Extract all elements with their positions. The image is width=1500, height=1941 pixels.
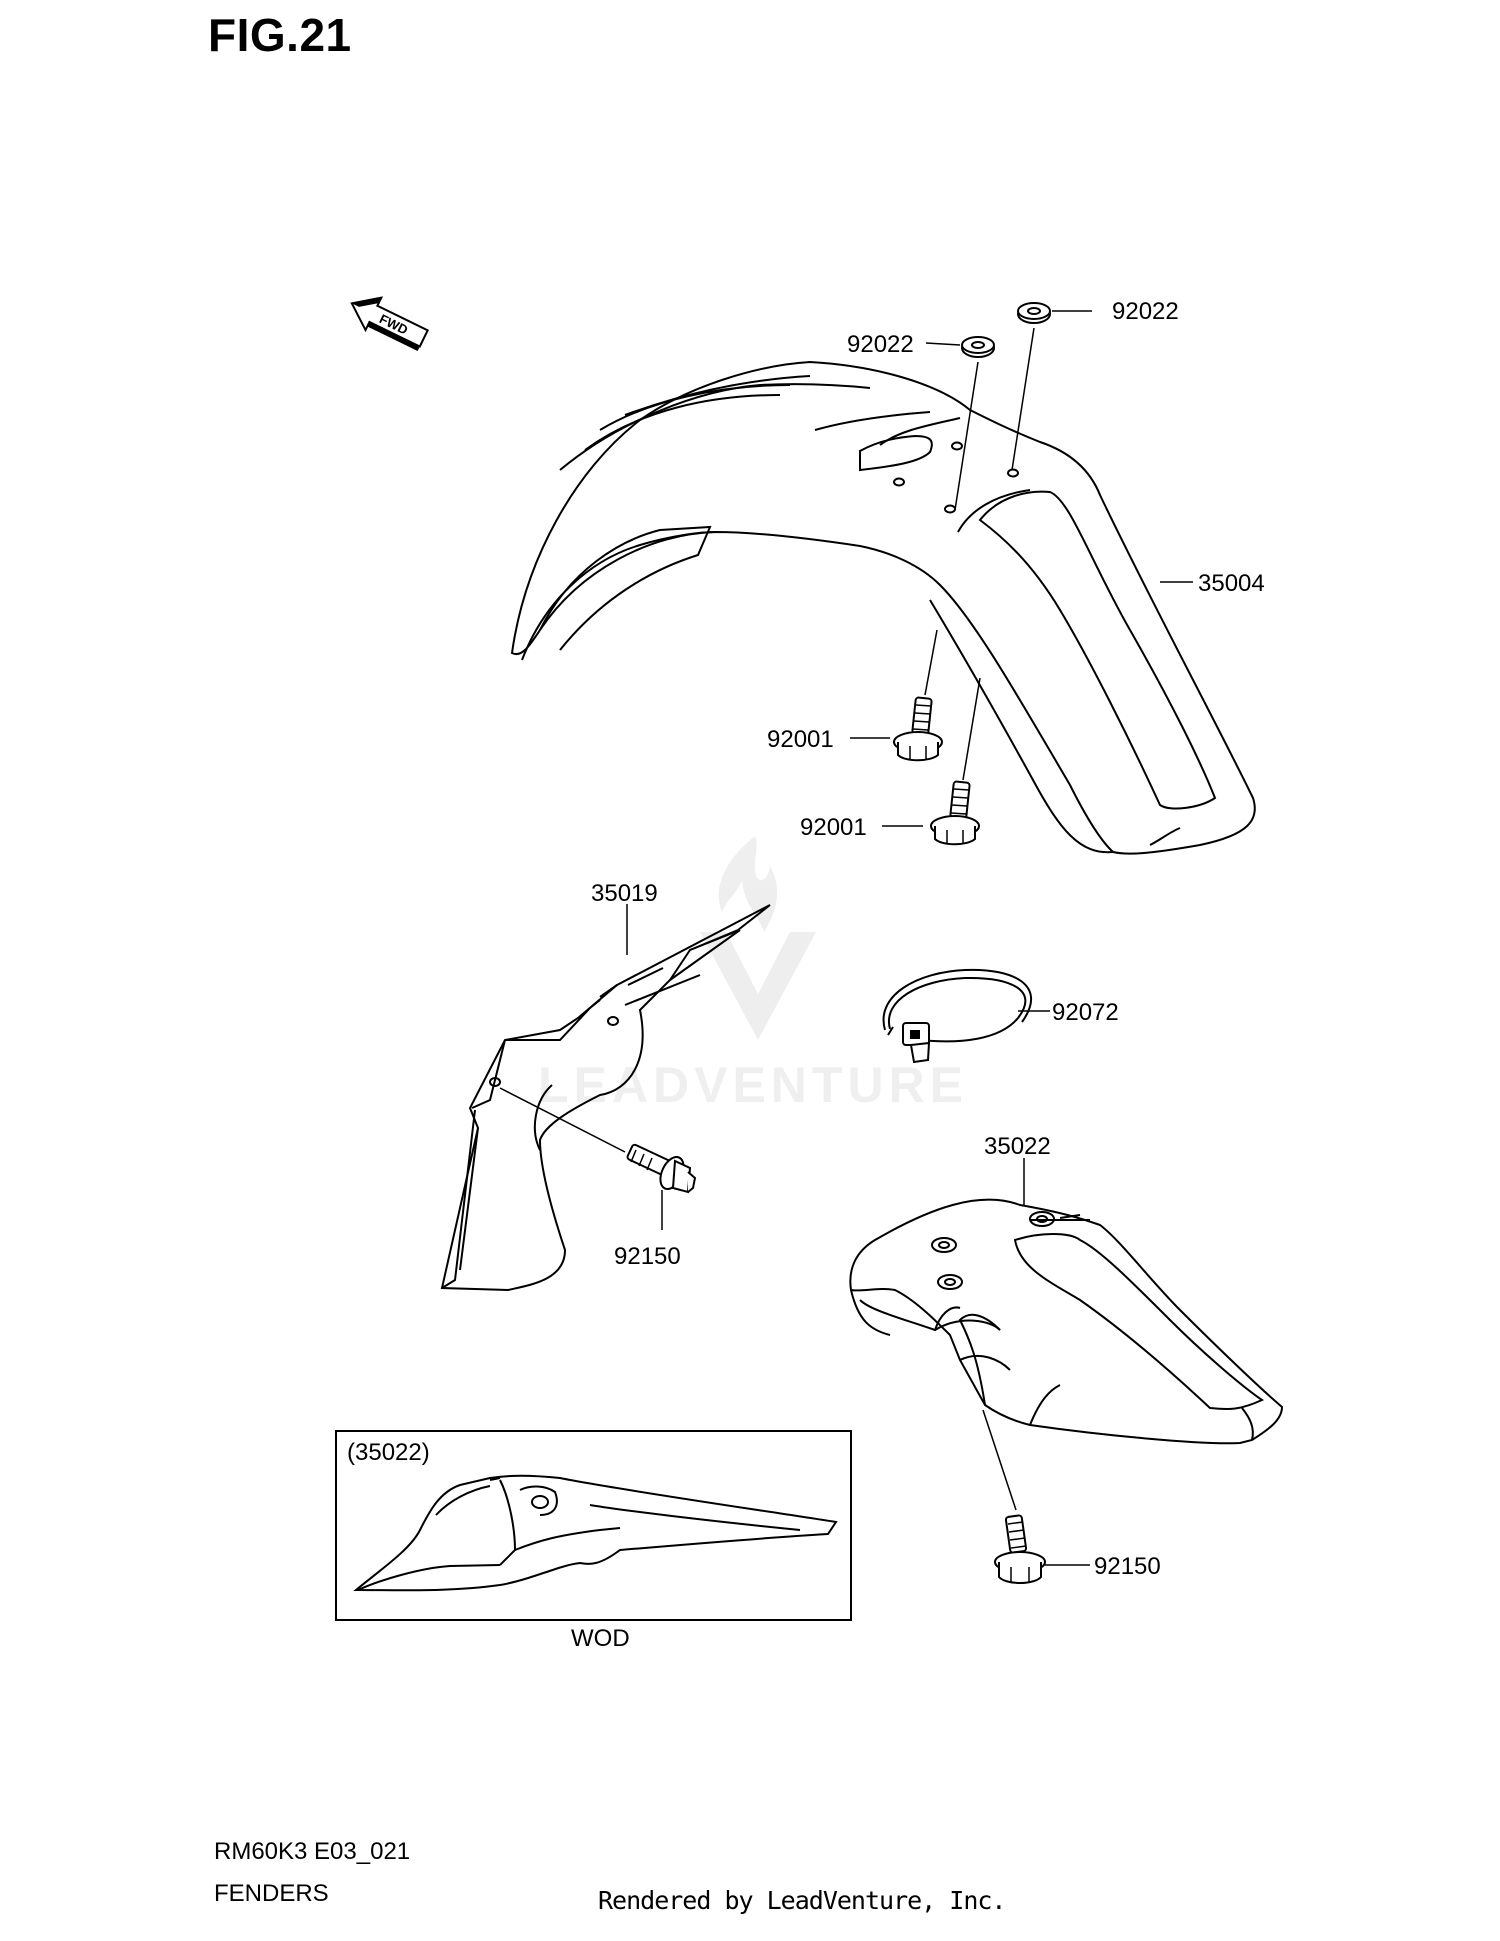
watermark-text: LEADVENTURE — [538, 1057, 968, 1113]
bolt-92150-b[interactable] — [982, 1409, 1046, 1584]
variant-ref: (35022) — [347, 1439, 430, 1466]
plate-bracket-35019[interactable] — [440, 904, 771, 1292]
footer-credit: Rendered by LeadVenture, Inc. — [598, 1886, 1006, 1915]
callout-92150-a: 92150 — [614, 1243, 681, 1270]
callout-35022: 35022 — [984, 1133, 1051, 1160]
callout-92001-a: 92001 — [767, 726, 834, 753]
watermark: LEADVENTURE — [538, 836, 968, 1113]
callout-92022-b: 92022 — [1112, 298, 1179, 325]
callout-35004: 35004 — [1198, 570, 1265, 597]
bolt-92150-a[interactable] — [499, 1087, 697, 1230]
callout-92072: 92072 — [1052, 999, 1119, 1026]
callout-92001-b: 92001 — [800, 814, 867, 841]
washer-92022-b[interactable] — [1011, 302, 1051, 471]
footer-section-name: FENDERS — [214, 1880, 329, 1907]
callout-92150-b: 92150 — [1094, 1553, 1161, 1580]
footer-diagram-code: RM60K3 E03_021 — [214, 1838, 411, 1865]
rear-fender-variant-illustration[interactable] — [353, 1474, 838, 1592]
figure-title: FIG.21 — [208, 9, 352, 61]
washer-92022-a[interactable] — [954, 336, 995, 511]
variant-caption: WOD — [571, 1625, 630, 1652]
variant-box: (35022) WOD — [335, 1430, 852, 1652]
callout-35019: 35019 — [591, 880, 658, 907]
front-fender-35004[interactable] — [510, 360, 1256, 855]
callout-92022-a: 92022 — [847, 331, 914, 358]
band-clamp-92072[interactable] — [882, 968, 1033, 1064]
rear-fender-35022[interactable] — [849, 1198, 1284, 1445]
bolt-92001-b[interactable] — [930, 677, 981, 846]
bolt-92001-a[interactable] — [893, 629, 943, 762]
forward-arrow-icon: FWD — [350, 296, 430, 351]
